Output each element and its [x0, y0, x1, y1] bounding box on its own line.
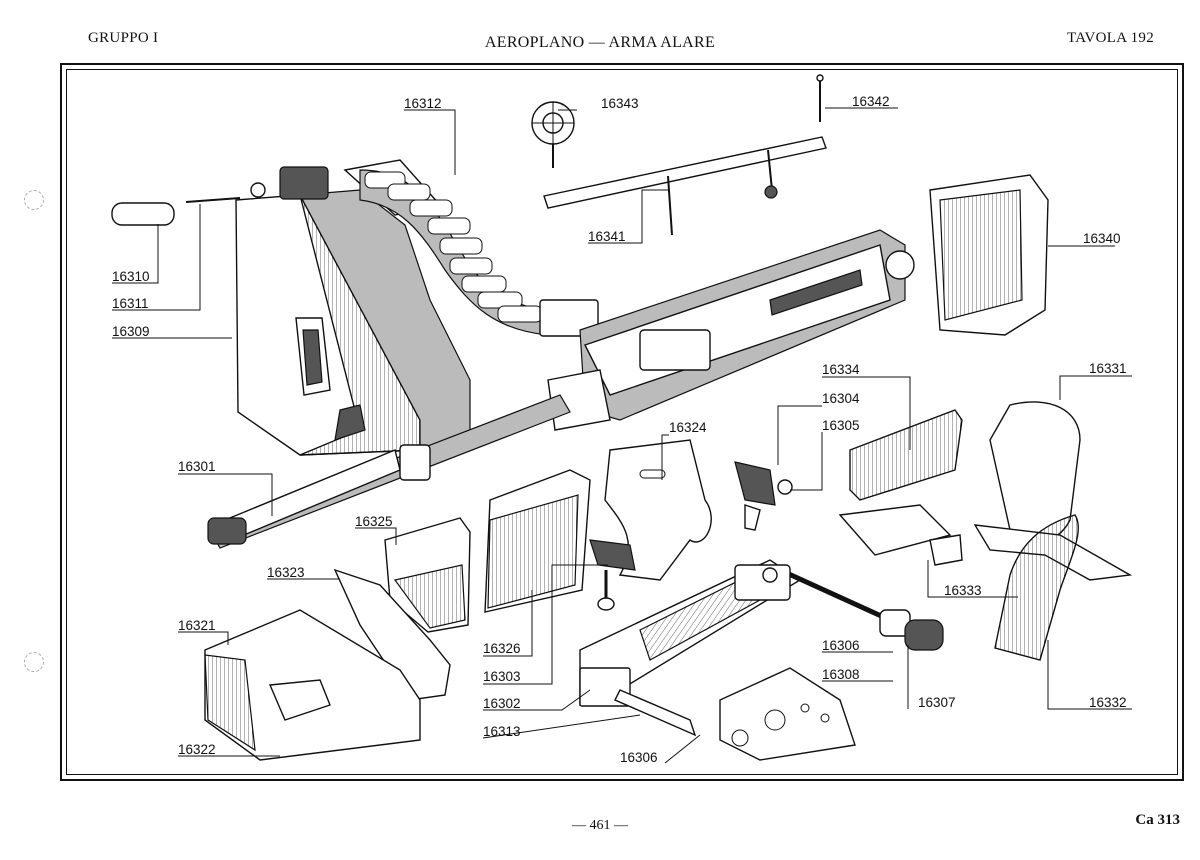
part-label-16325: 16325: [355, 514, 393, 529]
part-label-16343: 16343: [601, 96, 639, 111]
side-panel-drawing: [333, 568, 451, 701]
part-label-16332: 16332: [1089, 695, 1127, 710]
leader-lines: [112, 107, 1132, 764]
part-label-16321: 16321: [178, 618, 216, 633]
cover-plate-b-drawing: [484, 469, 591, 613]
page-code: Ca 313: [1135, 812, 1180, 828]
plate-frame: [60, 63, 1184, 781]
part-label-16333: 16333: [944, 583, 982, 598]
fairing-lower-drawing: [994, 514, 1079, 661]
part-label-16326: 16326: [483, 641, 521, 656]
part-label-16305: 16305: [822, 418, 860, 433]
plate-number: TAVOLA 192: [1067, 30, 1154, 46]
part-label-16334: 16334: [822, 362, 860, 377]
part-label-16309: 16309: [112, 324, 150, 339]
plate-title: AEROPLANO — ARMA ALARE: [484, 34, 716, 51]
lower-housing-drawing: [204, 609, 421, 761]
side-plate-drawing: [849, 409, 963, 501]
pin-parts-drawing: [111, 197, 241, 226]
part-label-16323: 16323: [267, 565, 305, 580]
part-label-16311: 16311: [112, 296, 149, 311]
part-label-16307: 16307: [918, 695, 956, 710]
part-label-16308: 16308: [822, 667, 860, 682]
part-label-16312: 16312: [404, 96, 442, 111]
part-label-16322: 16322: [178, 742, 216, 757]
part-label-16341: 16341: [588, 229, 626, 244]
shield-plate-drawing: [604, 439, 712, 581]
muzzle-cover-drawing: [929, 174, 1049, 336]
part-label-16331: 16331: [1089, 361, 1127, 376]
part-label-16310: 16310: [112, 269, 150, 284]
part-label-16303: 16303: [483, 669, 521, 684]
part-label-16302: 16302: [483, 696, 521, 711]
flap-plate-drawing: [838, 504, 963, 566]
part-label-16340: 16340: [1083, 231, 1121, 246]
feed-chute-drawing: [359, 169, 599, 337]
part-label-16301: 16301: [178, 459, 216, 474]
binder-hole-top: [24, 190, 44, 210]
sight-bar-drawing: [543, 74, 827, 236]
gun-cradle-drawing: [579, 559, 944, 737]
part-labels: 16312 16343 16342 16340 16341 16310 1631…: [112, 94, 1127, 765]
cover-plate-a-drawing: [384, 517, 471, 633]
binder-hole-bottom: [24, 652, 44, 672]
mounting-bracket-drawing: [719, 667, 856, 761]
part-label-16306-lower: 16306: [620, 750, 658, 765]
mount-pivot-drawing: [589, 539, 636, 611]
machine-gun-drawing: [207, 229, 915, 549]
part-label-16324: 16324: [669, 420, 707, 435]
part-label-16313: 16313: [483, 724, 521, 739]
part-label-16304: 16304: [822, 391, 860, 406]
ring-sight-drawing: [531, 101, 575, 168]
group-label: GRUPPO I: [88, 30, 159, 46]
page-number: — 461 —: [572, 818, 628, 833]
part-label-16342: 16342: [852, 94, 890, 109]
bracket-drawing: [734, 461, 793, 531]
part-label-16306-upper: 16306: [822, 638, 860, 653]
